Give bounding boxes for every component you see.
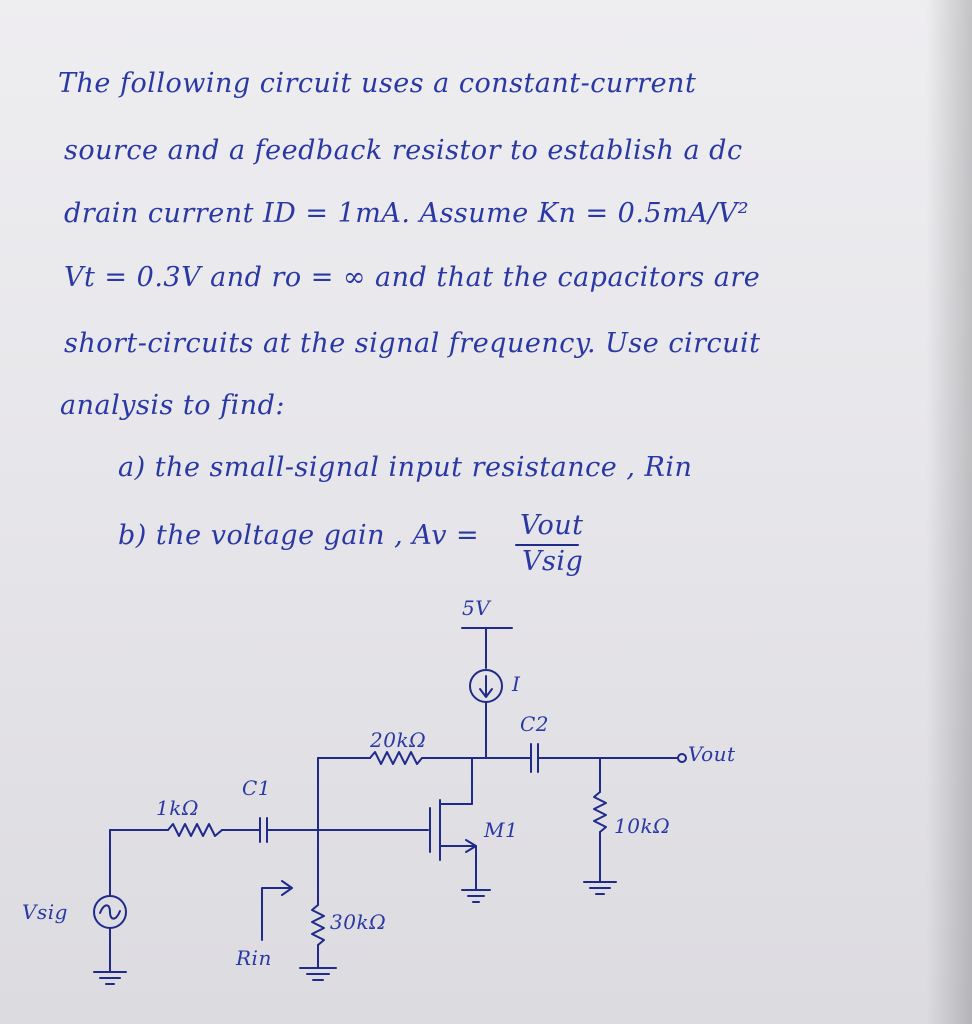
sine-wave-icon — [99, 904, 121, 920]
rl-label: 10kΩ — [614, 814, 671, 838]
vout-terminal-icon — [677, 753, 687, 763]
rsig-label: 1kΩ — [156, 796, 199, 820]
rin-label: Rin — [236, 946, 272, 970]
c2-label: C2 — [520, 712, 550, 736]
problem-line-4: Vt = 0.3V and ro = ∞ and that the capaci… — [64, 262, 761, 293]
problem-line-2: source and a feedback resistor to establ… — [64, 135, 743, 166]
transistor-label: M1 — [484, 818, 519, 842]
current-source-label: I — [512, 672, 521, 696]
c1-label: C1 — [242, 776, 272, 800]
rl-resistor-icon — [593, 791, 607, 833]
vsig-label: Vsig — [22, 900, 68, 924]
paper-shadow — [926, 0, 972, 1024]
gain-numerator: Vout — [520, 510, 584, 541]
problem-line-5: short-circuits at the signal frequency. … — [64, 328, 761, 359]
rin-arrow-icon — [281, 880, 293, 896]
rf-label: 20kΩ — [370, 728, 427, 752]
question-a: a) the small-signal input resistance , R… — [118, 452, 693, 483]
problem-line-3: drain current ID = 1mA. Assume Kn = 0.5m… — [64, 198, 750, 229]
rg-resistor-icon — [311, 904, 325, 946]
rin-arrow-shaft — [261, 887, 291, 941]
rg-label: 30kΩ — [330, 910, 387, 934]
supply-voltage-label: 5V — [462, 596, 491, 620]
problem-line-1: The following circuit uses a constant-cu… — [58, 68, 697, 99]
question-b: b) the voltage gain , Av = — [118, 520, 480, 551]
gain-denominator: Vsig — [522, 546, 584, 577]
current-source-arrow-head — [479, 688, 493, 698]
rsig-resistor-icon — [167, 823, 223, 837]
problem-line-6: analysis to find: — [60, 390, 285, 421]
vout-label: Vout — [688, 742, 736, 766]
rf-resistor-icon — [369, 751, 423, 765]
